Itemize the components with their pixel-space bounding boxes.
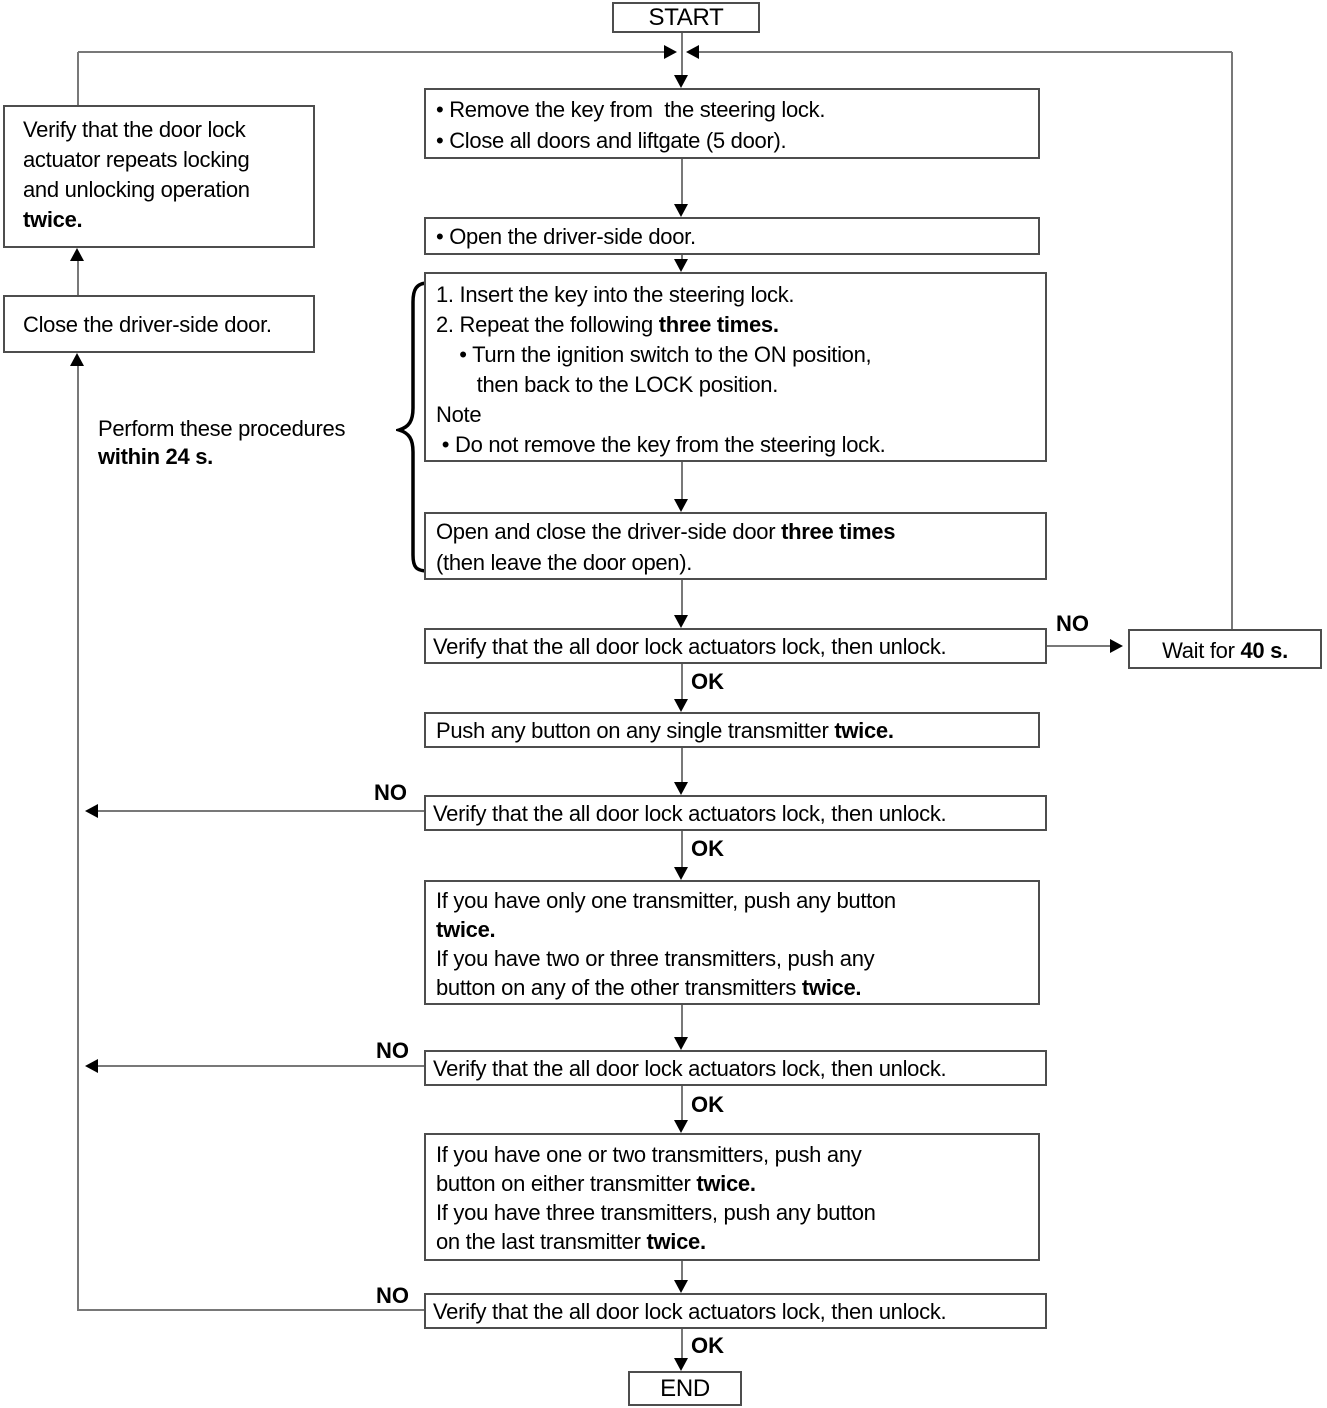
label-no-verify3: NO (376, 1038, 409, 1063)
connector-junction-to-prepare (681, 52, 683, 77)
step-third-transmitter: If you have one or two transmitters, pus… (424, 1133, 1040, 1261)
connector-verify2-to-second (681, 831, 683, 868)
arrowhead-into-second (674, 867, 688, 880)
end-node: END (628, 1371, 742, 1406)
connector-top-right (690, 51, 1232, 53)
arrowhead-into-wait (1110, 639, 1123, 653)
connector-top-left (78, 51, 666, 53)
arrowhead-no-branch-2 (85, 1059, 98, 1073)
arrowhead-into-open-door (674, 204, 688, 217)
connector-ignition-to-door3 (681, 462, 683, 500)
connector-open-to-ignition (681, 255, 683, 261)
decision-verify-actuators-3: Verify that the all door lock actuators … (424, 1050, 1047, 1086)
label-no-verify2: NO (374, 780, 407, 805)
arrowhead-into-end (674, 1358, 688, 1371)
arrowhead-no-branch-1 (85, 804, 98, 818)
decision-verify-actuators-1: Verify that the all door lock actuators … (424, 628, 1047, 664)
arrowhead-top-junction-right (686, 45, 699, 59)
connector-prepare-to-open (681, 159, 683, 205)
arrowhead-into-door3 (674, 499, 688, 512)
arrowhead-into-close-note (70, 353, 84, 366)
connector-verify4-to-end (681, 1329, 683, 1359)
decision-verify-actuators-2: Verify that the all door lock actuators … (424, 795, 1047, 831)
connector-no-branch-1 (98, 810, 425, 812)
connector-no-branch-3 (77, 1309, 425, 1311)
connector-third-to-verify4 (681, 1261, 683, 1281)
label-ok-verify4: OK (691, 1333, 724, 1358)
arrowhead-into-third (674, 1120, 688, 1133)
label-ok-verify2: OK (691, 836, 724, 861)
note-close-driver-side-door: Close the driver-side door. (3, 295, 315, 353)
connector-left-vertical (77, 366, 79, 1311)
connector-verify3-to-third (681, 1086, 683, 1121)
connector-start-stem (681, 32, 683, 52)
connector-no-to-wait (1047, 645, 1112, 647)
label-no-verify1: NO (1056, 611, 1089, 636)
step-second-transmitter: If you have only one transmitter, push a… (424, 880, 1040, 1005)
arrowhead-into-ignition (674, 259, 688, 272)
arrowhead-into-verify1 (674, 615, 688, 628)
arrowhead-into-push (674, 699, 688, 712)
decision-verify-actuators-4: Verify that the all door lock actuators … (424, 1293, 1047, 1329)
connector-close-to-verify-note (77, 261, 79, 295)
connector-wait-to-top (1231, 52, 1233, 629)
step-open-close-door-three-times: Open and close the driver-side door thre… (424, 512, 1047, 580)
arrowhead-top-junction-left (664, 45, 677, 59)
step-ignition-cycle: 1. Insert the key into the steering lock… (424, 272, 1047, 462)
arrowhead-into-verify2 (674, 782, 688, 795)
arrowhead-into-verify3 (674, 1037, 688, 1050)
label-ok-verify3: OK (691, 1092, 724, 1117)
arrowhead-into-verify4 (674, 1280, 688, 1293)
connector-second-to-verify3 (681, 1005, 683, 1038)
step-remove-key-close-doors: • Remove the key from the steering lock.… (424, 88, 1040, 159)
connector-push-to-verify2 (681, 748, 683, 783)
label-ok-verify1: OK (691, 669, 724, 694)
start-node: START (612, 2, 760, 33)
connector-left-top (77, 52, 79, 105)
connector-verify1-to-push (681, 664, 683, 700)
step-wait-40s: Wait for 40 s. (1128, 629, 1322, 669)
step-open-driver-door: • Open the driver-side door. (424, 217, 1040, 255)
label-no-verify4: NO (376, 1283, 409, 1308)
arrowhead-into-verify-repeat-note (70, 248, 84, 261)
step-push-any-single-transmitter: Push any button on any single transmitte… (424, 712, 1040, 748)
brace-within-24s (396, 281, 430, 573)
arrowhead-into-prepare (674, 75, 688, 88)
connector-door3-to-verify1 (681, 580, 683, 616)
connector-no-branch-2 (98, 1065, 425, 1067)
